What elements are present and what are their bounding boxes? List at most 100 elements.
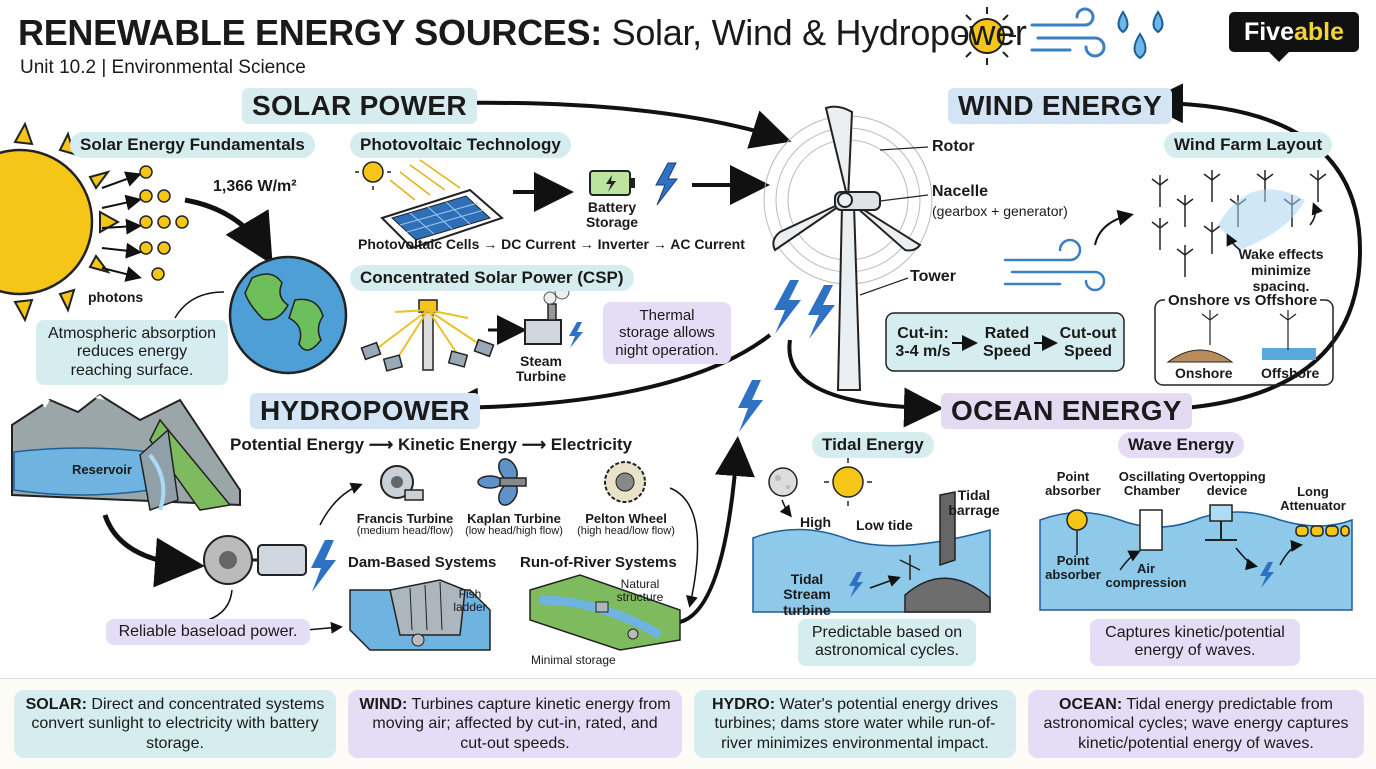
wind-speed-box: [885, 312, 1125, 372]
run-of-river-illustration: [529, 574, 681, 651]
wave-note: Captures kinetic/potential energy of wav…: [1090, 619, 1300, 666]
hydropower-heading: HYDROPOWER: [250, 393, 480, 429]
pelton-name: Pelton Wheel: [585, 511, 667, 526]
summary-ocean-card: OCEAN: Tidal energy predictable from ast…: [1028, 690, 1364, 758]
csp-title: Concentrated Solar Power (CSP): [350, 265, 634, 291]
dam-illustration: [349, 579, 491, 651]
nacelle-sub-label: (gearbox + generator): [932, 203, 1068, 219]
reservoir-label: Reservoir: [72, 462, 132, 477]
battery-label: Battery Storage: [585, 199, 639, 231]
ror-systems-title: Run-of-River Systems: [520, 554, 677, 571]
point-absorber-label: Point absorber: [1045, 469, 1101, 499]
pv-sun-icon: [355, 154, 391, 190]
illustration-layer: [0, 7, 1363, 651]
pelton-sub: (high head/low flow): [577, 524, 675, 537]
heliostat-mirrors: [360, 338, 495, 372]
tower-label: Tower: [910, 268, 956, 285]
rotor-label: Rotor: [932, 138, 975, 155]
photon-rays: [101, 171, 142, 282]
pv-title: Photovoltaic Technology: [350, 132, 571, 158]
wind-heading: WIND ENERGY: [948, 88, 1172, 124]
kaplan-name: Kaplan Turbine: [467, 511, 561, 526]
pelton-wheel-label: Pelton Wheel (high head/low flow): [570, 512, 682, 537]
kaplan-turbine-icon: [477, 458, 527, 506]
wind-turbine-icon: [763, 105, 933, 391]
irradiance-value: 1,366 W/m²: [213, 178, 297, 195]
steam-turbine-label: Steam Turbine: [515, 353, 567, 385]
photons-label: photons: [88, 289, 144, 305]
pelton-wheel-icon: [604, 461, 646, 503]
summary-solar-card: SOLAR: Direct and concentrated systems c…: [14, 690, 336, 758]
reservoir-illustration: [11, 393, 241, 512]
francis-turbine-icon: [380, 465, 424, 501]
earth-icon: [228, 255, 348, 375]
cut-out-label: Cut-out Speed: [1059, 325, 1117, 361]
logo-part-a: Five: [1243, 17, 1294, 46]
overtopping-device-icon: [1205, 504, 1237, 541]
point-absorber-label-2: Point absorber: [1045, 553, 1101, 583]
csp-tower: [418, 299, 438, 371]
summary-wind-key: WIND:: [359, 696, 408, 714]
tidal-stream-label: Tidal Stream turbine: [783, 571, 831, 618]
solar-heading: SOLAR POWER: [242, 88, 477, 124]
summary-hydro-key: HYDRO:: [711, 696, 776, 714]
sun-icon: [958, 7, 1016, 65]
low-tide-label: Low tide: [856, 517, 913, 533]
summary-solar-text: Direct and concentrated systems convert …: [31, 696, 325, 752]
francis-turbine-label: Francis Turbine (medium head/flow): [350, 512, 460, 537]
natural-structure-label: Natural structure: [616, 577, 664, 605]
wind-icon: [1030, 7, 1106, 58]
lightning-icon: [655, 162, 679, 206]
point-absorber-icon: [1066, 509, 1088, 555]
onshore-label: Onshore: [1175, 365, 1233, 381]
tidal-note: Predictable based on astronomical cycles…: [798, 619, 976, 666]
pv-chain: Photovoltaic Cells → DC Current → Invert…: [358, 236, 745, 252]
title-bold: RENEWABLE ENERGY SOURCES:: [18, 12, 602, 53]
rated-speed-label: Rated Speed: [982, 325, 1031, 361]
page-title: RENEWABLE ENERGY SOURCES: Solar, Wind & …: [18, 12, 1027, 54]
page-subtitle: Unit 10.2 | Environmental Science: [20, 57, 306, 78]
nacelle-label: Nacelle: [932, 183, 989, 200]
kaplan-turbine-label: Kaplan Turbine (low head/high flow): [458, 512, 570, 537]
kaplan-sub: (low head/high flow): [465, 524, 563, 537]
high-tide-label: High: [800, 514, 832, 530]
ocean-heading: OCEAN ENERGY: [941, 393, 1192, 429]
onshore-offshore-title: Onshore vs Offshore: [1165, 292, 1321, 309]
attenuator-icon: [1295, 525, 1350, 537]
photon-dots: [139, 165, 189, 281]
steam-turbine-icon: [524, 284, 570, 345]
air-compression-label: Air compression: [1105, 561, 1187, 591]
battery-icon: [589, 170, 635, 196]
francis-name: Francis Turbine: [356, 511, 454, 526]
wave-energy-title: Wave Energy: [1118, 432, 1245, 458]
tidal-sun-icon: [824, 458, 872, 506]
minimal-storage-label: Minimal storage: [531, 653, 616, 667]
logo-part-b: able: [1294, 17, 1345, 46]
tidal-barrage-label: Tidal barrage: [948, 487, 1000, 519]
francis-sub: (medium head/flow): [356, 524, 454, 537]
moon-icon: [768, 467, 798, 497]
summary-hydro-text: Water's potential energy drives turbines…: [714, 696, 999, 752]
fish-ladder-label: Fish ladder: [453, 587, 487, 615]
thermal-storage-note: Thermal storage allows night operation.: [603, 302, 731, 364]
summary-ocean-text: Tidal energy predictable from astronomic…: [1043, 696, 1349, 752]
offshore-label: Offshore: [1261, 365, 1320, 381]
summary-wind-card: WIND: Turbines capture kinetic energy fr…: [348, 690, 682, 758]
cut-in-label: Cut-in: 3-4 m/s: [895, 325, 951, 361]
title-rest: Solar, Wind & Hydropower: [611, 12, 1027, 53]
wind-farm-title: Wind Farm Layout: [1164, 132, 1333, 158]
pv-panel: [380, 188, 504, 250]
dam-systems-title: Dam-Based Systems: [348, 554, 497, 571]
atmospheric-note: Atmospheric absorption reduces energy re…: [36, 320, 228, 386]
summary-wind-text: Turbines capture kinetic energy from mov…: [372, 696, 671, 752]
hydro-turbine-icon: [203, 535, 307, 585]
overtopping-device-label: Overtopping device: [1188, 469, 1266, 499]
summary-solar-key: SOLAR:: [25, 696, 87, 714]
long-attenuator-label: Long Attenuator: [1280, 484, 1346, 514]
summary-ocean-key: OCEAN:: [1059, 696, 1123, 714]
summary-hydro-card: HYDRO: Water's potential energy drives t…: [694, 690, 1016, 758]
solar-fundamentals-title: Solar Energy Fundamentals: [70, 132, 315, 158]
water-drops-icon: [1117, 10, 1164, 60]
hydro-energy-chain: Potential Energy ⟶ Kinetic Energy ⟶ Elec…: [230, 435, 633, 454]
